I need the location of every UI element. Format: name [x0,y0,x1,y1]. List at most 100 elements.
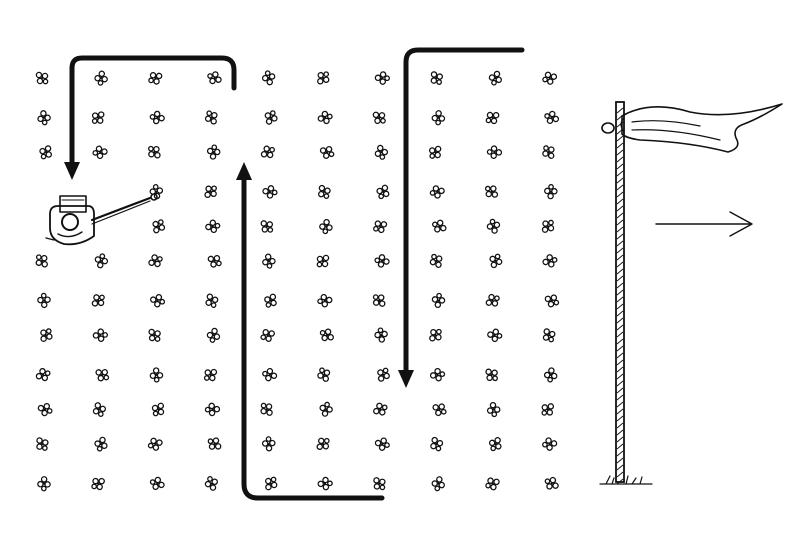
plant-icon [541,219,555,234]
plant-icon [147,366,166,384]
plant-icon [487,252,504,269]
pole-hatch-line [616,303,624,310]
plant-icon [485,368,498,382]
pole-hatch-line [616,436,624,443]
wind-direction-arrow-icon [655,211,753,237]
pole-hatch-line [616,373,624,380]
plant-icon [35,475,53,493]
spray-wand [90,196,152,222]
plant-icon [207,436,222,452]
plant-icon [34,436,50,452]
plant-icon [35,71,49,85]
plant-icon [206,70,223,86]
plant-icon [375,367,391,383]
plant-icon [94,367,110,383]
plant-icon [484,184,499,199]
plant-icon [372,143,390,161]
pole-hatch-line [616,261,624,268]
plant-icon [429,109,448,127]
pole-hatch-line [616,380,624,387]
pole-hatch-line [616,478,624,485]
plant-icon [541,252,559,270]
plant-icon [148,145,161,159]
plant-icon [261,183,279,201]
plant-icon [38,327,54,343]
pole-hatch-line [616,296,624,303]
plant-icon [541,144,557,160]
plant-icon [260,220,274,233]
pole-hatch-line [616,450,624,457]
pole-hatch-line [616,359,624,366]
pole-hatch-line [616,163,624,170]
pole-hatch-line [616,282,624,289]
plant-grid [34,69,560,493]
plant-icon [203,292,220,309]
plant-icon [541,69,558,87]
plant-icon [149,475,166,492]
plant-icon [316,71,330,85]
plant-icon [260,252,278,270]
plant-icon [263,293,279,309]
plant-icon [316,254,330,268]
plant-icon [148,109,166,127]
plant-icon [428,145,443,160]
pole-hatch-line [616,471,624,478]
plant-icon [203,475,220,492]
route-pass-3-arrowhead [398,370,414,388]
pole-hatch-line [616,324,624,331]
plant-icon [373,435,391,453]
pole-hatch-line [616,254,624,261]
plant-icon [431,218,448,235]
plant-icon [259,402,274,417]
plant-icon [205,326,223,344]
pole-hatch-line [616,184,624,191]
plant-icon [486,326,504,344]
plant-icon [316,366,332,383]
plant-icon [543,292,560,309]
plant-icon [262,109,279,126]
plant-icon [316,474,334,493]
pole-hatch-line [616,233,624,240]
plant-icon [428,183,446,201]
pole-hatch-line [616,345,624,352]
plant-icon [90,476,106,491]
pole-hatch-line [616,177,624,184]
pole-hatch-line [616,366,624,373]
pole-hatch-line [616,415,624,422]
plant-icon [261,366,279,384]
pole-hatch-line [616,401,624,408]
plant-icon [316,292,334,310]
plant-icon [91,326,109,344]
pole-hatch-line [616,464,624,471]
plant-icon [92,252,110,270]
plant-icon [542,366,560,384]
plant-icon [35,254,49,268]
plant-icon [541,327,557,343]
plant-icon [319,327,335,343]
plant-icon [91,111,105,124]
route-pass-1-arrow [69,55,237,173]
plant-icon [429,475,447,493]
plant-icon [36,401,54,418]
pole-hatch-line [616,205,624,212]
plant-icon [203,400,222,419]
pole-hatch-line [616,219,624,226]
plant-icon [544,475,560,492]
plant-icon [316,437,330,451]
plant-icon [429,328,442,342]
pole-hatch-line [616,149,624,156]
pole-hatch-line [616,338,624,345]
plant-icon [372,476,387,491]
pole-hatch-line [616,310,624,317]
pole-hatch-line [616,331,624,338]
plant-icon [372,294,386,307]
plant-icon [317,217,335,236]
plant-icon [91,401,108,418]
plant-icon [372,110,387,125]
route-pass-3-arrow [403,47,525,381]
pole-hatch-line [616,352,624,359]
pole-hatch-line [616,226,624,233]
plant-icon [150,218,167,234]
